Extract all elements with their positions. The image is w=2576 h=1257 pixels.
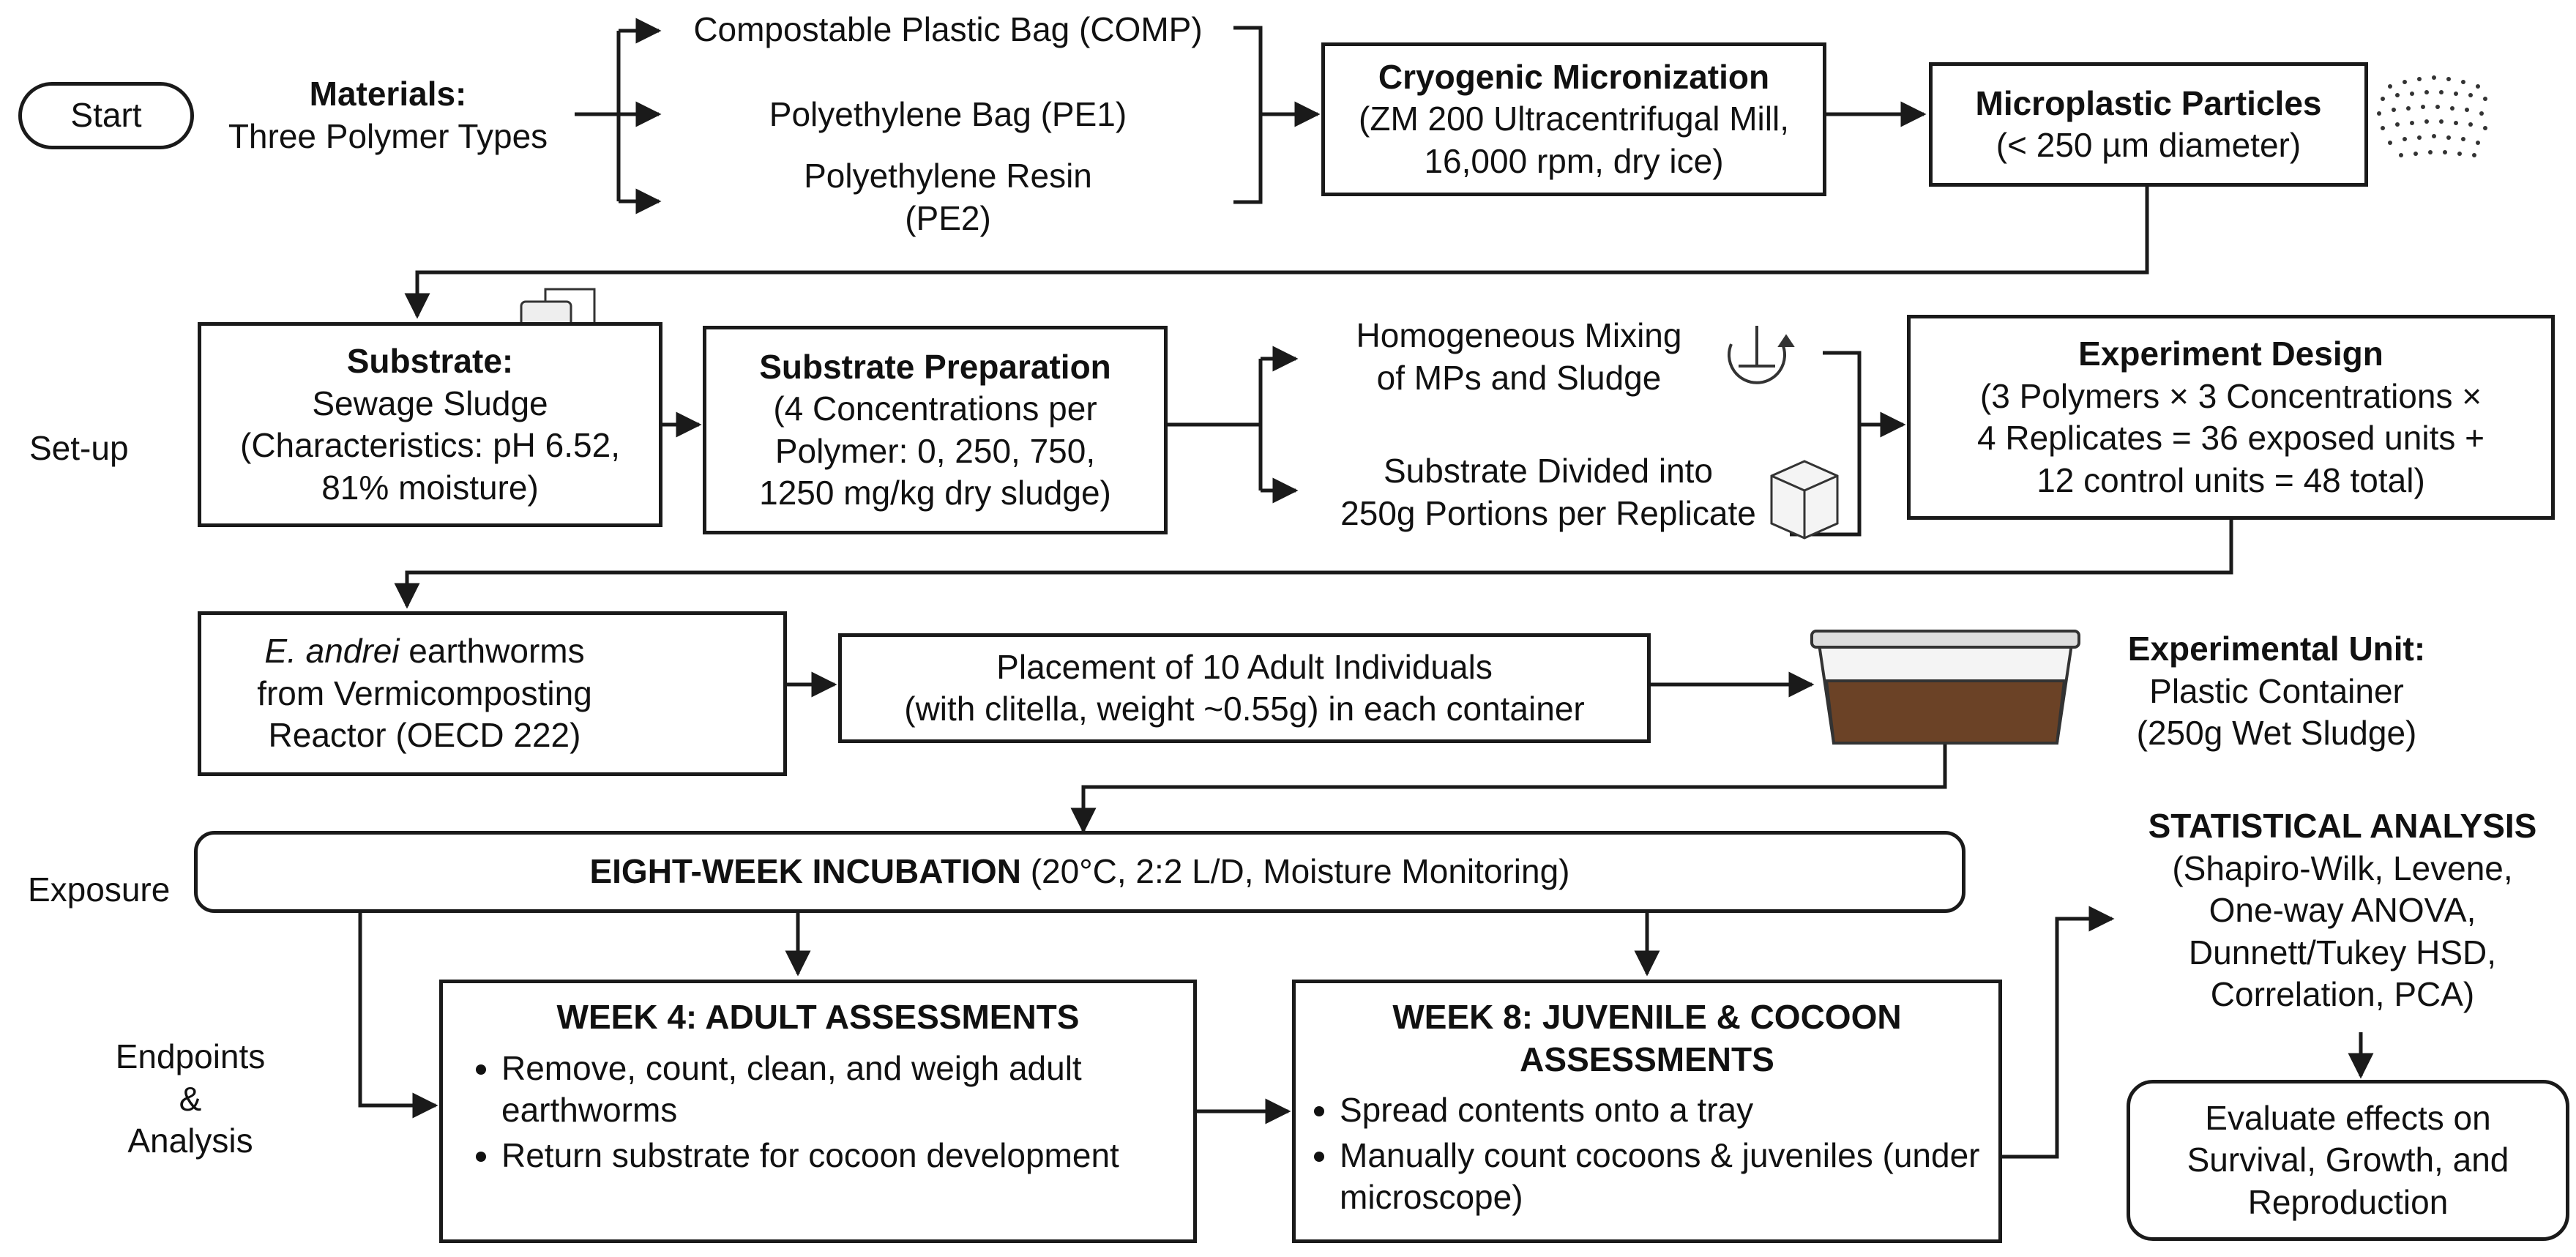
mixing-line1: Homogeneous Mixing: [1356, 316, 1682, 354]
week4-list: Remove, count, clean, and weigh adult ea…: [443, 1045, 1193, 1180]
unit-line1: Plastic Container: [2149, 671, 2404, 710]
substrate-box: Substrate: Sewage Sludge (Characteristic…: [198, 322, 662, 527]
week8-item: Spread contents onto a tray: [1340, 1089, 1998, 1132]
micro-text: (< 250 µm diameter): [1996, 126, 2301, 164]
divided-line1: Substrate Divided into: [1383, 452, 1714, 490]
prep-title: Substrate Preparation: [759, 347, 1111, 386]
cryo-line1: (ZM 200 Ultracentrifugal Mill,: [1359, 100, 1789, 138]
design-line2: 4 Replicates = 36 exposed units +: [1976, 419, 2484, 457]
materials-label: Materials: Three Polymer Types: [198, 73, 578, 157]
container-icon: [1810, 630, 2080, 745]
week8-list: Spread contents onto a tray Manually cou…: [1296, 1086, 1998, 1222]
polymer-pe1: Polyethylene Bag (PE1): [769, 95, 1127, 133]
incubation-text: (20°C, 2:2 L/D, Moisture Monitoring): [1020, 852, 1570, 891]
worms-line2: from Vermicomposting: [257, 674, 592, 712]
substrate-line2: (Characteristics: pH 6.52,: [240, 426, 620, 464]
evaluate-box: Evaluate effects on Survival, Growth, an…: [2127, 1080, 2569, 1241]
box-icon: [1770, 460, 1839, 540]
evaluate-line3: Reproduction: [2247, 1182, 2449, 1221]
mixing-line2: of MPs and Sludge: [1376, 358, 1662, 397]
stats-line3: Dunnett/Tukey HSD,: [2188, 933, 2497, 971]
stage-endpoints-2: &: [179, 1079, 202, 1118]
mixing-text: Homogeneous Mixing of MPs and Sludge: [1299, 315, 1739, 399]
week8-box: WEEK 8: JUVENILE & COCOON ASSESSMENTS Sp…: [1292, 980, 2002, 1243]
stats-line4: Correlation, PCA): [2210, 975, 2475, 1013]
week4-box: WEEK 4: ADULT ASSESSMENTS Remove, count,…: [439, 980, 1197, 1243]
start-label: Start: [70, 96, 142, 135]
prep-line3: 1250 mg/kg dry sludge): [759, 474, 1111, 512]
design-box: Experiment Design (3 Polymers × 3 Concen…: [1907, 315, 2555, 520]
week4-item: Return substrate for cocoon development: [501, 1135, 1193, 1177]
mixer-icon: [1728, 326, 1795, 384]
materials-title: Materials:: [309, 75, 467, 113]
polymer-comp: Compostable Plastic Bag (COMP): [693, 10, 1203, 48]
materials-text: Three Polymer Types: [228, 116, 548, 155]
stage-endpoints-3: Analysis: [127, 1122, 253, 1160]
incubation-title: EIGHT-WEEK INCUBATION: [589, 852, 1021, 891]
prep-line2: Polymer: 0, 250, 750,: [774, 431, 1096, 470]
unit-line2: (250g Wet Sludge): [2136, 714, 2417, 752]
unit-title: Experimental Unit:: [2127, 630, 2426, 668]
evaluate-line2: Survival, Growth, and: [2187, 1141, 2509, 1179]
stats-line2: One-way ANOVA,: [2209, 891, 2476, 929]
evaluate-line1: Evaluate effects on: [2205, 1098, 2491, 1137]
stats-text: STATISTICAL ANALYSIS (Shapiro-Wilk, Leve…: [2116, 805, 2569, 1016]
cryo-line2: 16,000 rpm, dry ice): [1424, 141, 1724, 180]
design-line3: 12 control units = 48 total): [2036, 460, 2425, 499]
start-node: Start: [18, 82, 194, 149]
polymer-pe2-line1: Polyethylene Resin: [804, 157, 1092, 195]
cryo-box: Cryogenic Micronization (ZM 200 Ultracen…: [1321, 42, 1826, 196]
design-title: Experiment Design: [2078, 335, 2383, 373]
stage-endpoints: Endpoints & Analysis: [102, 1036, 278, 1163]
stats-title: STATISTICAL ANALYSIS: [2148, 807, 2537, 845]
substrate-line1: Sewage Sludge: [312, 384, 548, 422]
stage-endpoints-1: Endpoints: [115, 1037, 266, 1075]
week8-title-2: ASSESSMENTS: [1520, 1040, 1774, 1078]
polymer-pe2-line2: (PE2): [905, 198, 991, 237]
stats-line1: (Shapiro-Wilk, Levene,: [2172, 848, 2513, 887]
divided-text: Substrate Divided into 250g Portions per…: [1299, 450, 1797, 534]
particles-icon: [2377, 75, 2487, 157]
design-line1: (3 Polymers × 3 Concentrations ×: [1979, 376, 2482, 415]
micro-title: Microplastic Particles: [1975, 83, 2322, 122]
worms-box: E. andrei earthworms from Vermicompostin…: [198, 611, 787, 776]
week4-title: WEEK 4: ADULT ASSESSMENTS: [556, 998, 1080, 1036]
incubation-box: EIGHT-WEEK INCUBATION (20°C, 2:2 L/D, Mo…: [194, 831, 1965, 913]
placement-box: Placement of 10 Adult Individuals (with …: [838, 633, 1651, 743]
substrate-line3: 81% moisture): [321, 468, 539, 507]
stage-exposure: Exposure: [28, 870, 171, 909]
micro-box: Microplastic Particles (< 250 µm diamete…: [1929, 62, 2368, 187]
worms-line3: Reactor (OECD 222): [268, 716, 581, 755]
week8-item: Manually count cocoons & juveniles (unde…: [1340, 1135, 1998, 1219]
prep-box: Substrate Preparation (4 Concentrations …: [703, 326, 1168, 534]
worms-line1-rest: earthworms: [399, 632, 585, 671]
polymer-pe2: Polyethylene Resin (PE2): [662, 155, 1233, 239]
stage-setup: Set-up: [29, 429, 129, 467]
prep-line1: (4 Concentrations per: [773, 389, 1097, 428]
placement-line2: (with clitella, weight ~0.55g) in each c…: [904, 690, 1585, 728]
substrate-title: Substrate:: [346, 342, 514, 380]
week8-title-1: WEEK 8: JUVENILE & COCOON: [1392, 998, 1902, 1036]
worms-species: E. andrei: [264, 632, 400, 671]
unit-text: Experimental Unit: Plastic Container (25…: [2094, 628, 2460, 755]
worms-line1: E. andrei earthworms: [220, 630, 630, 673]
placement-line1: Placement of 10 Adult Individuals: [996, 647, 1493, 686]
divided-line2: 250g Portions per Replicate: [1340, 493, 1756, 532]
week4-item: Remove, count, clean, and weigh adult ea…: [501, 1048, 1193, 1132]
cryo-title: Cryogenic Micronization: [1378, 57, 1770, 96]
